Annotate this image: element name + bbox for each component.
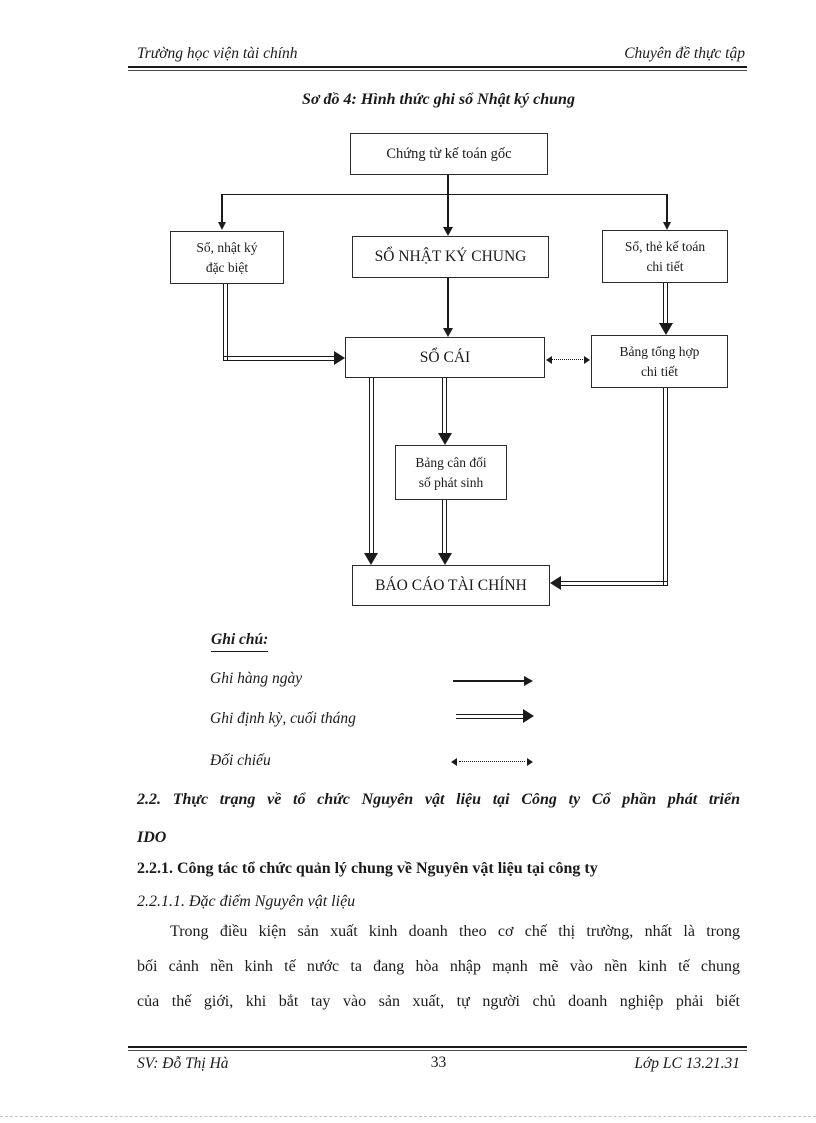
arrowhead-into-baocao-left-icon (364, 553, 378, 565)
footer-left-text: SV: Đỗ Thị Hà (137, 1055, 229, 1072)
legend-label-doi-chieu: Đối chiếu (210, 752, 271, 769)
legend-title: Ghi chú: (211, 631, 269, 652)
arrowhead-doichieu-right-icon (584, 356, 590, 364)
paragraph-line-3: của thế giới, khi bắt tay vào sản xuất, … (137, 993, 740, 1010)
connector-bangcd-to-baocao-double (442, 500, 447, 553)
box-bang-cd-line1: Bảng cân đối (415, 454, 487, 470)
arrowhead-into-baocao-center-icon (437, 553, 452, 565)
box-so-nhat-ky-dac-biet: Sổ, nhật ký đặc biệt (170, 231, 284, 284)
connector-bangth-down-double (663, 388, 668, 586)
header-right-text: Chuyên đề thực tập (624, 45, 745, 62)
box-chung-tu-label: Chứng từ kế toán gốc (386, 146, 512, 162)
arrowhead-doichieu-left-icon (546, 356, 552, 364)
connector-nkc-to-socai (446, 278, 450, 328)
header-left-text: Trường học viện tài chính (137, 45, 298, 62)
arrowhead-into-nhatky-icon (218, 222, 226, 230)
arrowhead-into-bangcd-icon (437, 433, 452, 445)
connector-nhatky-down-double (223, 284, 228, 361)
arrowhead-into-nkc-icon (443, 227, 453, 236)
box-nhat-ky-line2: đặc biệt (205, 259, 249, 275)
box-bang-th-line2: chi tiết (640, 363, 679, 379)
header-rule-thick (128, 66, 747, 68)
legend-double-arrow-head-icon (523, 709, 534, 723)
arrowhead-into-baocao-right-icon (550, 576, 561, 590)
footer-page-number: 33 (430, 1054, 447, 1071)
connector-branch-to-nhatky (221, 194, 223, 222)
legend-label-ghi-dinh-ky: Ghi định kỳ, cuối tháng (210, 710, 356, 727)
connector-branch-to-nkc (446, 194, 450, 227)
paragraph-line-1: Trong điều kiện sản xuất kinh doanh theo… (170, 923, 740, 940)
box-so-cai: SỔ CÁI (345, 337, 545, 378)
connector-nhatky-to-socai-double (223, 355, 334, 361)
box-chung-tu-ke-toan-goc: Chứng từ kế toán gốc (350, 133, 548, 175)
connector-branch-horizontal (222, 193, 668, 195)
box-so-nkc-label: SỔ NHẬT KÝ CHUNG (374, 248, 527, 265)
box-so-the-ke-toan-chi-tiet: Sổ, thẻ kế toán chi tiết (602, 230, 728, 283)
box-bang-tong-hop-chi-tiet: Bảng tổng hợp chi tiết (591, 335, 728, 388)
box-bang-cd-line2: số phát sinh (418, 474, 484, 490)
page-edge-dashed-line (0, 1116, 816, 1117)
legend-single-arrow-line (453, 680, 524, 682)
legend-dotted-arrow-line (459, 761, 525, 763)
diagram-title: Sơ đồ 4: Hình thức ghi sổ Nhật ký chung (302, 91, 575, 108)
paragraph-line-2: bối cảnh nền kinh tế nước ta đang hòa nh… (137, 958, 740, 975)
arrowhead-into-socai-top-icon (443, 328, 453, 337)
heading-2-2-1-1: 2.2.1.1. Đặc điểm Nguyên vật liệu (137, 893, 356, 910)
connector-branch-to-sothe (666, 194, 668, 222)
footer-right-text: Lớp LC 13.21.31 (634, 1055, 740, 1072)
connector-bangth-to-baocao-double (560, 580, 668, 586)
box-bao-cao-label: BÁO CÁO TÀI CHÍNH (375, 576, 527, 594)
arrowhead-into-sothe-icon (663, 222, 671, 230)
legend-single-arrow-head-icon (524, 676, 533, 686)
connector-sothe-to-bangth-double (663, 283, 668, 323)
box-nhat-ky-line1: Sổ, nhật ký (196, 239, 258, 255)
heading-2-2-line2: IDO (137, 829, 167, 846)
header-rule-thin (128, 69, 747, 71)
legend-double-arrow-line (456, 713, 523, 719)
box-so-nhat-ky-chung: SỔ NHẬT KÝ CHUNG (352, 236, 549, 278)
legend-label-ghi-hang-ngay: Ghi hàng ngày (210, 670, 303, 687)
legend-dotted-arrow-left-head-icon (451, 758, 457, 766)
box-so-the-line1: Sổ, thẻ kế toán (624, 238, 706, 254)
arrowhead-into-socai-left-icon (334, 351, 345, 365)
footer-rule-thin (128, 1049, 747, 1051)
box-bang-can-doi-so-phat-sinh: Bảng cân đối số phát sinh (395, 445, 507, 500)
connector-socai-bangth-dotted (547, 359, 589, 361)
arrowhead-into-bangth-icon (658, 323, 673, 335)
connector-chungtu-down (447, 175, 450, 194)
connector-socai-to-bangcd-double (442, 378, 447, 433)
legend-dotted-arrow-right-head-icon (527, 758, 533, 766)
heading-2-2-line1: 2.2. Thực trạng về tổ chức Nguyên vật li… (137, 791, 740, 808)
heading-2-2-1: 2.2.1. Công tác tổ chức quản lý chung về… (137, 860, 598, 877)
connector-socai-to-baocao-double (368, 378, 374, 553)
box-bao-cao-tai-chinh: BÁO CÁO TÀI CHÍNH (352, 565, 550, 606)
box-so-the-line2: chi tiết (646, 258, 684, 274)
footer-rule-thick (128, 1046, 747, 1048)
box-bang-th-line1: Bảng tổng hợp (619, 343, 700, 359)
box-so-cai-label: SỔ CÁI (419, 348, 471, 366)
